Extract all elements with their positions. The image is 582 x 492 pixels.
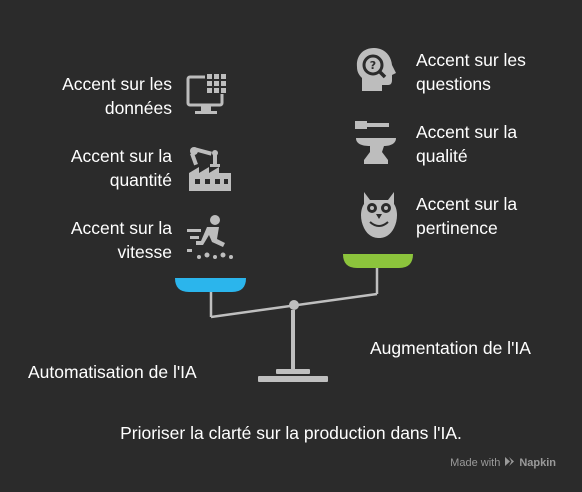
left-pan — [175, 278, 246, 292]
diagram-title: Prioriser la clarté sur la production da… — [120, 423, 462, 443]
factory-robot-icon — [185, 143, 235, 193]
left-item-label-2: Accent sur la quantité — [70, 146, 172, 190]
right-item-label-2: Accent sur la qualité — [416, 122, 518, 166]
head-question-icon: ? — [352, 45, 402, 95]
watermark-prefix: Made with — [450, 457, 501, 469]
left-item-label-1: Accent sur les données — [62, 74, 172, 118]
running-fast-icon — [185, 213, 235, 263]
scale-post — [291, 310, 295, 370]
right-pan — [343, 254, 413, 268]
right-item-label-1: Accent sur les questions — [416, 50, 526, 94]
left-item-label-3: Accent sur la vitesse — [70, 218, 172, 262]
owl-icon — [354, 190, 404, 240]
svg-text:?: ? — [370, 59, 376, 72]
right-caption: Augmentation de l'IA — [370, 338, 531, 358]
scale-base — [258, 376, 328, 382]
scale-base-top — [276, 369, 310, 374]
napkin-logo-icon — [504, 456, 515, 470]
scale-pivot — [289, 300, 299, 310]
anvil-hammer-icon — [352, 118, 402, 168]
watermark-brand: Napkin — [519, 457, 556, 469]
left-caption: Automatisation de l'IA — [28, 362, 197, 382]
computer-grid-icon — [183, 70, 233, 120]
watermark: Made with Napkin — [450, 456, 556, 470]
right-item-label-3: Accent sur la pertinence — [416, 194, 518, 238]
